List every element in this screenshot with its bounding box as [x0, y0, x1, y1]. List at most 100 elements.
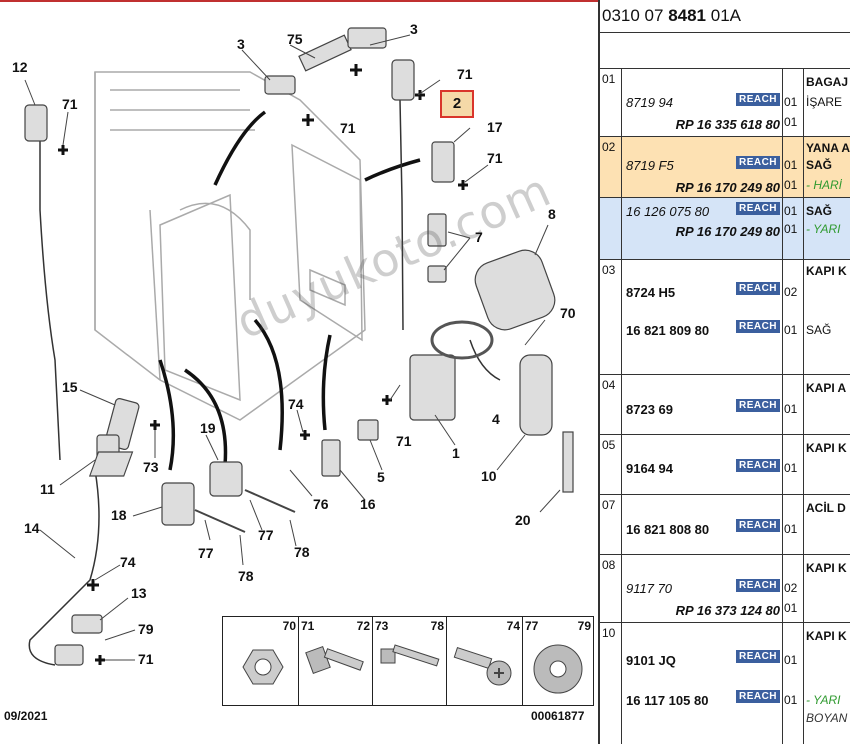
pin-bolt-icon — [380, 644, 440, 667]
row-description-2: İŞARE — [806, 95, 843, 109]
callout-label: 4 — [492, 411, 500, 427]
row-note: - YARI — [806, 222, 841, 236]
part-number[interactable]: 8719 94 — [626, 95, 673, 110]
reach-badge: REACH — [736, 519, 780, 532]
reach-badge: REACH — [736, 93, 780, 106]
row-description-2: SAĞ — [806, 204, 833, 218]
highlighted-callout-2[interactable]: 2 — [440, 90, 474, 118]
ref-suffix: 01A — [706, 6, 741, 25]
callout-label: 11 — [40, 481, 55, 497]
callout-label: 71 — [487, 150, 503, 166]
reach-badge: REACH — [736, 459, 780, 472]
reach-badge: REACH — [736, 399, 780, 412]
callout-label: 10 — [481, 468, 497, 484]
callout-label: 18 — [111, 507, 127, 523]
parts-row[interactable]: 04 KAPI A 8723 69 REACH 01 — [600, 375, 850, 435]
callout-label: 8 — [548, 206, 556, 222]
callout-label: 74 — [120, 554, 136, 570]
diagram-ref-number: 00061877 — [531, 709, 585, 723]
callout-label: 13 — [131, 585, 147, 601]
parts-list-panel: 0310 07 8481 01A 01 BAGAJ 8719 94 REACH … — [598, 0, 850, 744]
row-index: 05 — [600, 435, 622, 494]
parts-row[interactable]: 02 YANA A 8719 F5 REACH 01 SAĞ RP 16 170… — [600, 137, 850, 198]
row-index: 01 — [600, 69, 622, 136]
parts-row[interactable]: 16 126 075 80 REACH 01 SAĞ RP 16 170 249… — [600, 198, 850, 260]
callout-label: 77 — [198, 545, 214, 561]
ref-bold: 8481 — [668, 6, 707, 25]
replacement-part-number[interactable]: RP 16 170 249 80 — [675, 180, 780, 195]
quantity: 01 — [784, 204, 798, 218]
row-index — [600, 198, 622, 259]
fastener-cell[interactable]: 77 79 — [523, 617, 593, 705]
part-number[interactable]: 16 117 105 80 — [626, 693, 709, 708]
callout-label: 20 — [515, 512, 531, 528]
part-number[interactable]: 16 126 075 80 — [626, 204, 710, 219]
quantity: 01 — [784, 115, 798, 129]
quantity: 01 — [784, 461, 798, 475]
replacement-part-number[interactable]: RP 16 335 618 80 — [675, 117, 780, 132]
quantity: 01 — [784, 601, 798, 615]
part-number[interactable]: 8724 H5 — [626, 285, 676, 300]
row-note-2: BOYAN — [806, 711, 848, 725]
diagram-drawing — [0, 0, 598, 666]
quantity: 01 — [784, 323, 798, 337]
row-description-2: SAĞ — [806, 158, 833, 172]
row-description: KAPI K — [806, 629, 847, 643]
fastener-label: 70 — [282, 619, 296, 633]
fastener-cell[interactable]: 70 — [223, 617, 299, 705]
callout-label: 71 — [396, 433, 412, 449]
fastener-cell[interactable]: 71 72 — [299, 617, 373, 705]
callout-label: 1 — [452, 445, 460, 461]
row-description: KAPI K — [806, 441, 847, 455]
parts-row[interactable]: 01 BAGAJ 8719 94 REACH 01 İŞARE RP 16 33… — [600, 69, 850, 137]
callout-label: 14 — [24, 520, 40, 536]
row-description: BAGAJ — [806, 75, 849, 89]
callout-label: 17 — [487, 119, 503, 135]
fastener-label: 79 — [577, 619, 591, 633]
callout-label: 12 — [12, 59, 28, 75]
washer-icon — [533, 644, 583, 694]
callout-label: 19 — [200, 420, 216, 436]
row-index: 03 — [600, 260, 622, 374]
replacement-part-number[interactable]: RP 16 170 249 80 — [675, 224, 780, 239]
parts-row[interactable]: 08 KAPI K 9117 70 REACH 02 RP 16 373 124… — [600, 555, 850, 623]
reach-badge: REACH — [736, 156, 780, 169]
part-number[interactable]: 9101 JQ — [626, 653, 676, 668]
quantity: 01 — [784, 653, 798, 667]
callout-label: 16 — [360, 496, 376, 512]
quantity: 01 — [784, 222, 798, 236]
replacement-part-number[interactable]: RP 16 373 124 80 — [675, 603, 780, 618]
row-index: 07 — [600, 495, 622, 554]
parts-row[interactable]: 07 ACİL D 16 821 808 80 REACH 01 — [600, 495, 850, 555]
part-number[interactable]: 16 821 809 80 — [626, 323, 710, 338]
fastener-label: 72 — [356, 619, 370, 633]
quantity: 01 — [784, 178, 798, 192]
fastener-label: 74 — [506, 619, 520, 633]
callout-label: 71 — [62, 96, 78, 112]
callout-label: 71 — [457, 66, 473, 82]
callout-label: 3 — [237, 36, 245, 52]
row-description: YANA A — [806, 141, 850, 155]
callout-label: 78 — [238, 568, 254, 584]
callout-label: 73 — [143, 459, 159, 475]
screw-icon — [453, 647, 512, 686]
part-number[interactable]: 9117 70 — [626, 581, 673, 596]
fastener-cell[interactable]: 73 78 — [373, 617, 447, 705]
part-number[interactable]: 8719 F5 — [626, 158, 674, 173]
parts-reference-header: 0310 07 8481 01A — [600, 0, 850, 32]
parts-row[interactable]: 03 KAPI K 8724 H5 REACH 02 16 821 809 80… — [600, 260, 850, 375]
callout-label: 71 — [340, 120, 356, 136]
part-number[interactable]: 8723 69 — [626, 402, 673, 417]
parts-row[interactable]: 05 KAPI K 9164 94 REACH 01 — [600, 435, 850, 495]
callout-label: 5 — [377, 469, 385, 485]
part-number[interactable]: 9164 94 — [626, 461, 673, 476]
row-index: 10 — [600, 623, 622, 744]
fastener-cell[interactable]: 74 — [447, 617, 523, 705]
quantity: 01 — [784, 158, 798, 172]
callout-label: 3 — [410, 21, 418, 37]
fastener-label: 71 — [301, 619, 315, 633]
fastener-legend: 70 71 72 73 78 74 77 79 — [222, 616, 594, 706]
parts-row[interactable]: 10 KAPI K 9101 JQ REACH 01 16 117 105 80… — [600, 623, 850, 744]
part-number[interactable]: 16 821 808 80 — [626, 522, 710, 537]
row-note: - HARİ — [806, 178, 842, 192]
